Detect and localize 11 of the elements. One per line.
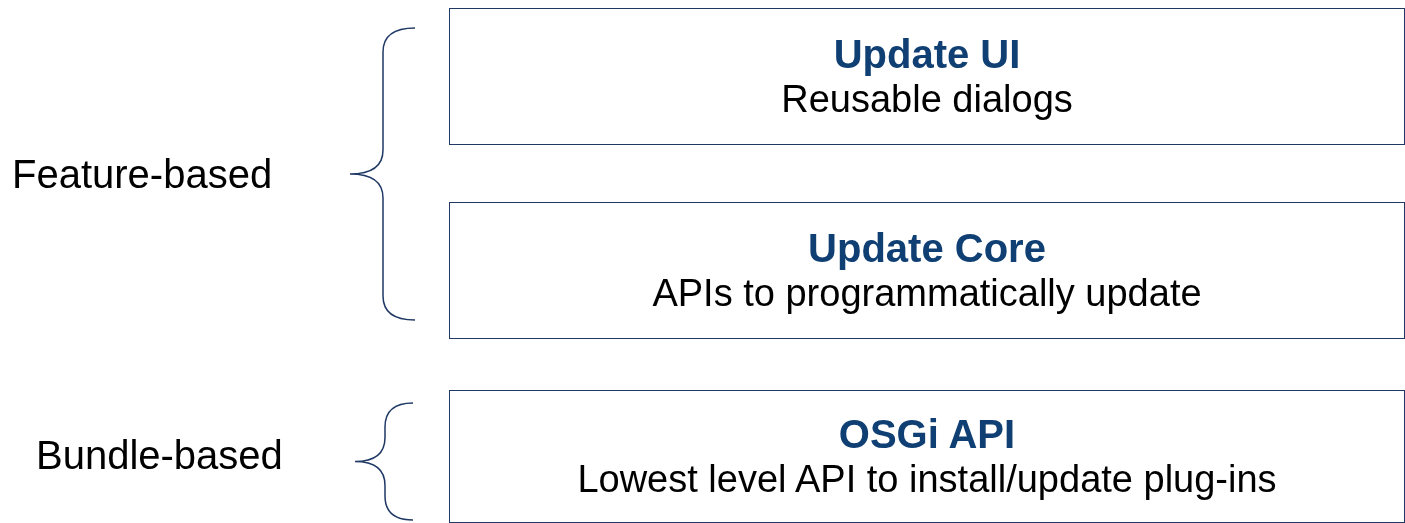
layer-description: Reusable dialogs — [781, 76, 1073, 122]
layer-title: Update Core — [808, 224, 1046, 271]
group-label: Bundle-based — [36, 432, 283, 478]
layer-box — [449, 390, 1405, 523]
layer-description: Lowest level API to install/update plug-ins — [577, 456, 1277, 502]
layer-title: Update UI — [833, 30, 1021, 77]
group-label: Feature-based — [12, 151, 273, 197]
layer-title: OSGi API — [838, 410, 1016, 457]
layer-description: APIs to programmatically update — [652, 270, 1202, 316]
layer-box — [449, 202, 1405, 339]
layer-box — [449, 8, 1405, 145]
